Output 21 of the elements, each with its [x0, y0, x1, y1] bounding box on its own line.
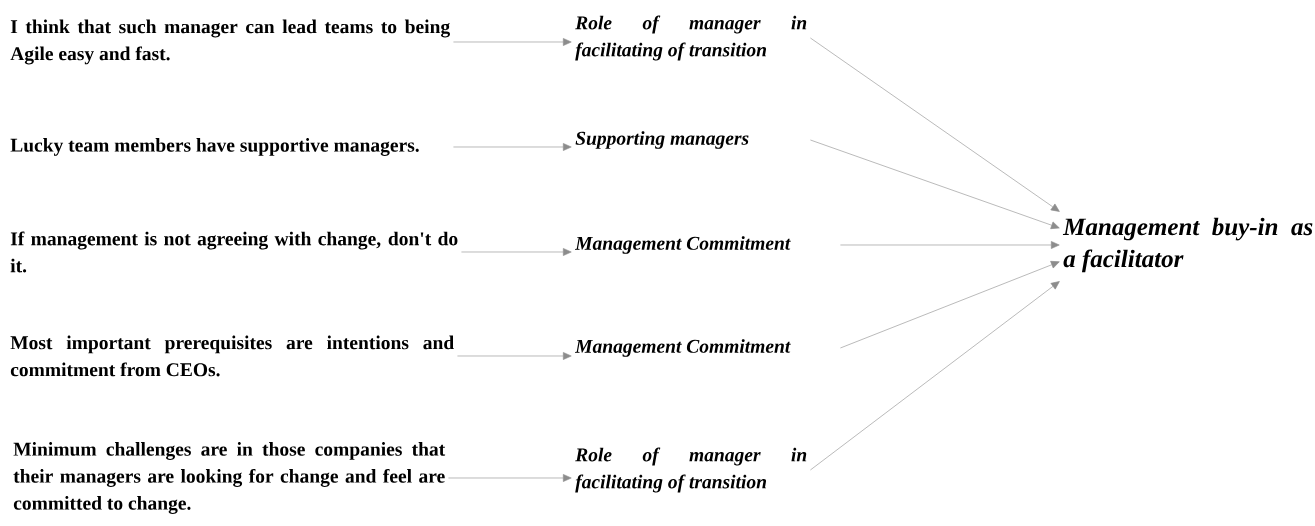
arrow — [840, 241, 1060, 249]
quote-text: Lucky team members have supportive managers. — [10, 138, 419, 156]
code-text: Role of manager in facilitating of transition — [575, 447, 807, 493]
arrow — [457, 352, 572, 360]
code-text: Management Commitment — [574, 236, 791, 254]
arrow — [810, 37, 1060, 212]
arrow — [810, 139, 1060, 229]
quote-text: I think that such manager can lead teams to being Agile easy and fast. — [10, 19, 450, 65]
arrow — [461, 248, 572, 256]
arrow — [453, 143, 572, 151]
arrow — [453, 38, 572, 46]
arrow — [810, 281, 1060, 471]
code-text: Management Commitment — [574, 339, 791, 357]
arrow — [840, 261, 1060, 349]
quote-text: Minimum challenges are in those companies that their managers are looking for change and feel are committed to change. — [13, 442, 446, 514]
quote-text: If management is not agreeing with change, don't do it. — [10, 231, 458, 273]
code-text: Role of manager in facilitating of transition — [575, 15, 807, 61]
theme-text: Management buy-in as a facilitator — [1062, 217, 1313, 273]
code-text: Supporting managers — [575, 131, 749, 149]
quote-text: Most important prerequisites are intentions and commitment from CEOs. — [10, 335, 454, 377]
arrow — [448, 474, 572, 482]
